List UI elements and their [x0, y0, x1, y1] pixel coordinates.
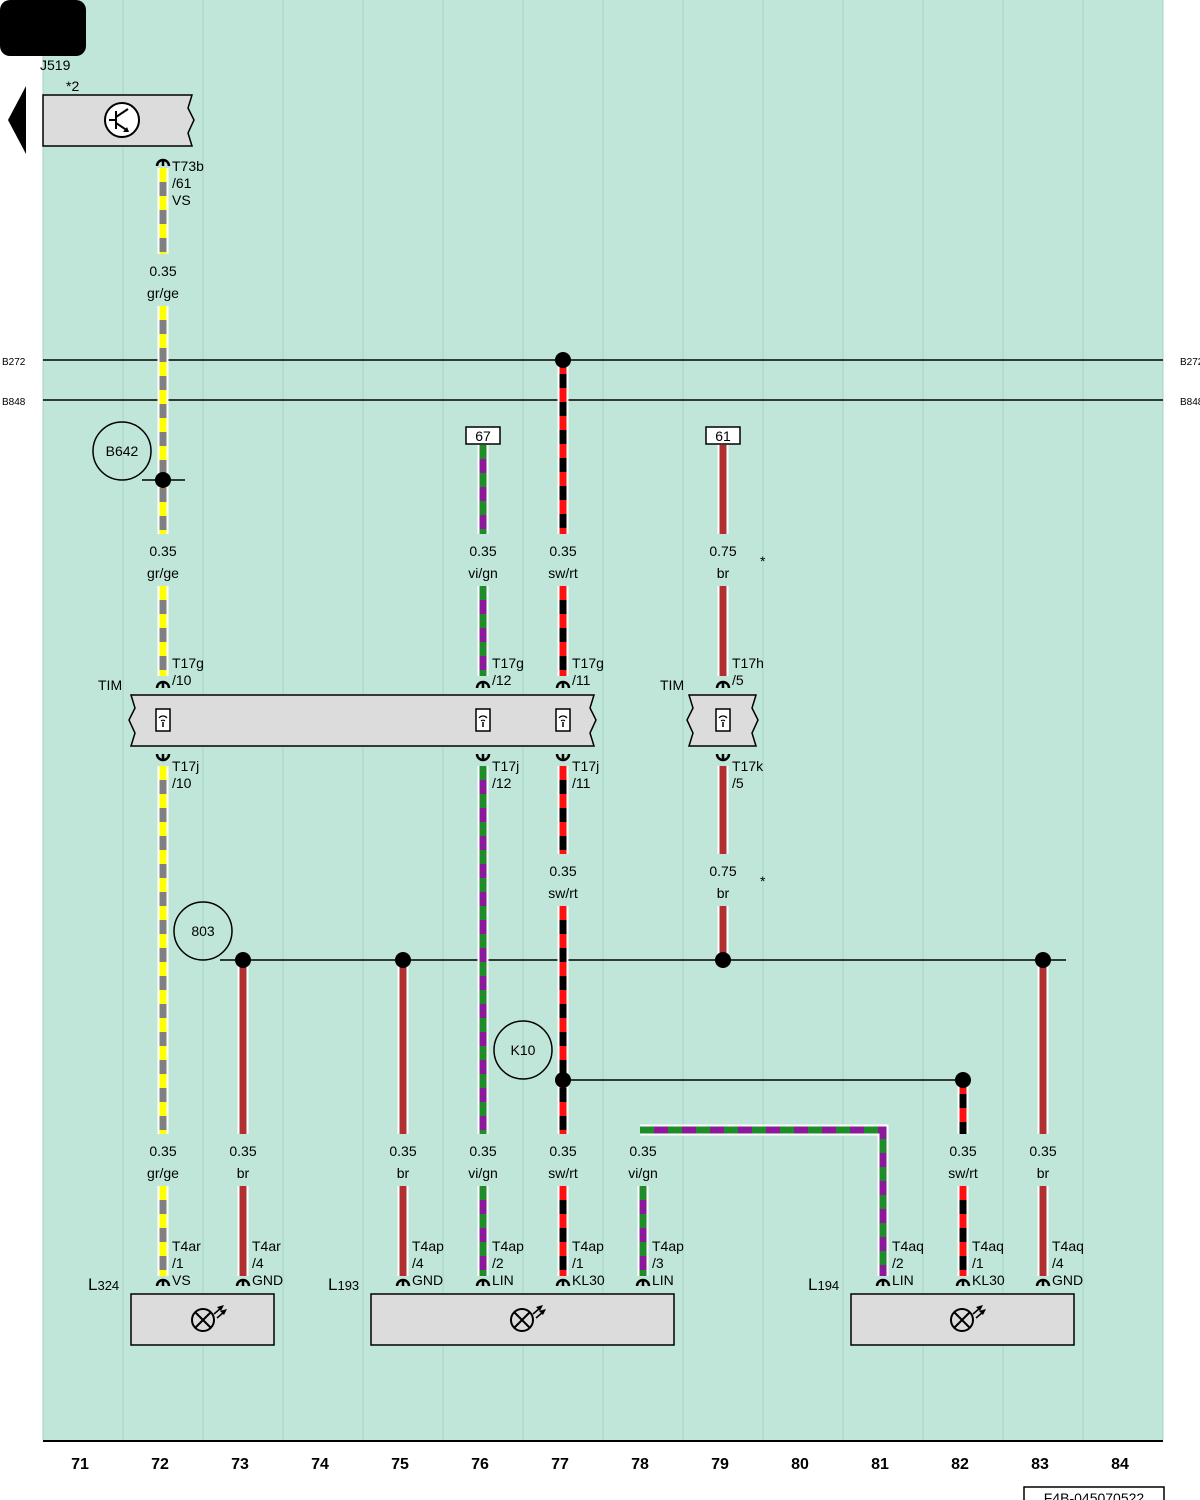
- component-note: *2: [66, 78, 79, 94]
- page-tab: [0, 0, 86, 56]
- wireless-icon: [715, 708, 731, 732]
- left-arrow-icon[interactable]: [8, 86, 26, 154]
- wires: [157, 168, 1049, 1276]
- column-number: 79: [711, 1456, 729, 1473]
- connector-label: T17g/10: [172, 655, 204, 688]
- connection-label-k10: K10: [511, 1042, 536, 1058]
- component-label-l324: L324: [88, 1275, 119, 1294]
- transistor-icon: [104, 102, 140, 138]
- footnote-asterisk: *: [760, 873, 766, 889]
- connector-label: T17g/12: [492, 655, 524, 688]
- connector-label: T17j/10: [172, 758, 199, 791]
- terminal-label-67: 67: [475, 428, 491, 444]
- bus-label-b272-left: B272: [2, 357, 26, 368]
- connector-label: T17j/12: [492, 758, 519, 791]
- terminal-box-67: [465, 426, 501, 445]
- ground-circle-803: [173, 901, 233, 961]
- footnote-asterisk: *: [760, 553, 766, 569]
- component-label-l193: L193: [328, 1275, 359, 1294]
- connection-circle-k10: [493, 1020, 553, 1080]
- column-number: 81: [871, 1456, 889, 1473]
- connector-label: T17g/11: [572, 655, 604, 688]
- splice-label-b642: B642: [106, 443, 139, 459]
- splice-circle-b642: [92, 421, 152, 481]
- terminal-box-61: [705, 426, 741, 445]
- column-number: 75: [391, 1456, 409, 1473]
- component-label-l194: L194: [808, 1275, 839, 1294]
- bus-label-b848-right: B848: [1180, 397, 1200, 408]
- tim-label-right: TIM: [660, 677, 684, 693]
- ground-label-803: 803: [191, 923, 215, 939]
- document-id: F4B-045070522: [1044, 1490, 1145, 1500]
- tim-box-left: [128, 694, 597, 747]
- column-number: 71: [71, 1456, 89, 1473]
- column-number: 82: [951, 1456, 969, 1473]
- component-label-j519: J519: [40, 57, 71, 73]
- wireless-icon: [555, 708, 571, 732]
- column-numbers: 71 72 73 74 75 76 77 78 79 80 81 82 83 84: [71, 1456, 1129, 1473]
- document-id-box: [1023, 1486, 1165, 1500]
- column-number: 84: [1111, 1456, 1129, 1473]
- terminal-label-61: 61: [715, 428, 731, 444]
- bus-label-b272-right: B272: [1180, 357, 1200, 368]
- column-number: 80: [791, 1456, 809, 1473]
- column-number: 77: [551, 1456, 569, 1473]
- column-number: 76: [471, 1456, 489, 1473]
- wireless-icon: [155, 708, 171, 732]
- column-number: 74: [311, 1456, 329, 1473]
- column-number: 83: [1031, 1456, 1049, 1473]
- junction-dots: [155, 352, 1051, 1088]
- bus-label-b848-left: B848: [2, 397, 26, 408]
- connector-label: T17k/5: [732, 758, 764, 791]
- column-number: 72: [151, 1456, 169, 1473]
- connector-label: T17j/11: [572, 758, 599, 791]
- column-gridlines: [42, 0, 1164, 1440]
- tim-label-left: TIM: [98, 677, 122, 693]
- column-number: 78: [631, 1456, 649, 1473]
- wireless-icon: [475, 708, 491, 732]
- connector-label: T17h/5: [732, 655, 764, 688]
- column-number: 73: [231, 1456, 249, 1473]
